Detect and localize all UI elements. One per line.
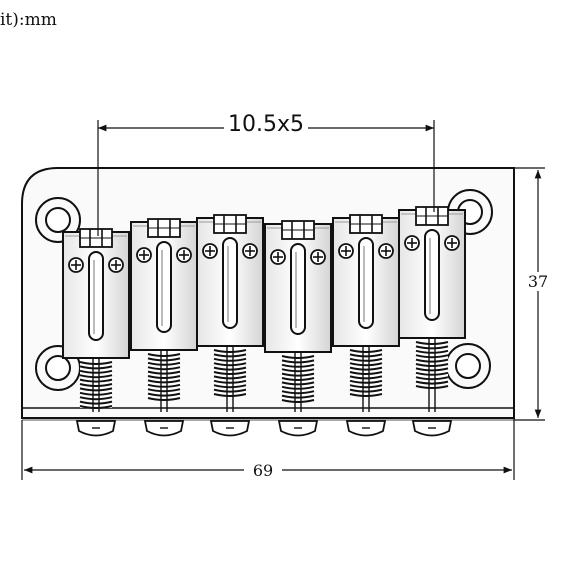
saddle-5-spring (349, 346, 383, 412)
saddle-3-screw-right (242, 243, 258, 259)
saddle-4-slot (290, 243, 306, 335)
saddle-1-screw-left (68, 257, 84, 273)
saddle-1-spring (79, 358, 113, 412)
string-spacing-label: 10.5x5 (224, 112, 308, 137)
saddle-1-string-notch (79, 228, 113, 248)
saddle-6 (398, 206, 466, 437)
mounting-hole-bottom-right (445, 343, 491, 389)
saddle-6-screw-right (444, 235, 460, 251)
saddle-4-screw-right (310, 249, 326, 265)
saddle-2-screw-left (136, 247, 152, 263)
saddle-4-spring (281, 352, 315, 412)
saddle-2 (130, 218, 198, 437)
saddle-4 (264, 220, 332, 437)
saddle-3-spring (213, 346, 247, 412)
saddle-3-screw-left (202, 243, 218, 259)
saddle-3-slot (222, 237, 238, 329)
saddle-3 (196, 214, 264, 437)
saddle-2-slot (156, 241, 172, 333)
saddle-2-spring (147, 350, 181, 412)
saddle-1-screw-right (108, 257, 124, 273)
saddle-2-string-notch (147, 218, 181, 238)
saddle-3-string-notch (213, 214, 247, 234)
base-length-label: 37 (520, 272, 556, 291)
saddle-1 (62, 228, 130, 437)
saddle-1-slot (88, 251, 104, 341)
saddle-6-string-notch (415, 206, 449, 226)
saddle-5-screw-left (338, 243, 354, 259)
saddle-6-spring (415, 338, 449, 412)
saddle-6-screw-left (404, 235, 420, 251)
unit-label: it):mm (0, 10, 57, 30)
saddle-5-string-notch (349, 214, 383, 234)
saddle-5-slot (358, 237, 374, 329)
base-width-label: 69 (244, 461, 282, 480)
saddle-6-slot (424, 229, 440, 321)
saddle-4-string-notch (281, 220, 315, 240)
saddle-5 (332, 214, 400, 437)
saddle-2-screw-right (176, 247, 192, 263)
saddle-group (62, 206, 466, 437)
saddle-5-screw-right (378, 243, 394, 259)
saddle-4-screw-left (270, 249, 286, 265)
mounting-hole-top-left (35, 197, 81, 243)
